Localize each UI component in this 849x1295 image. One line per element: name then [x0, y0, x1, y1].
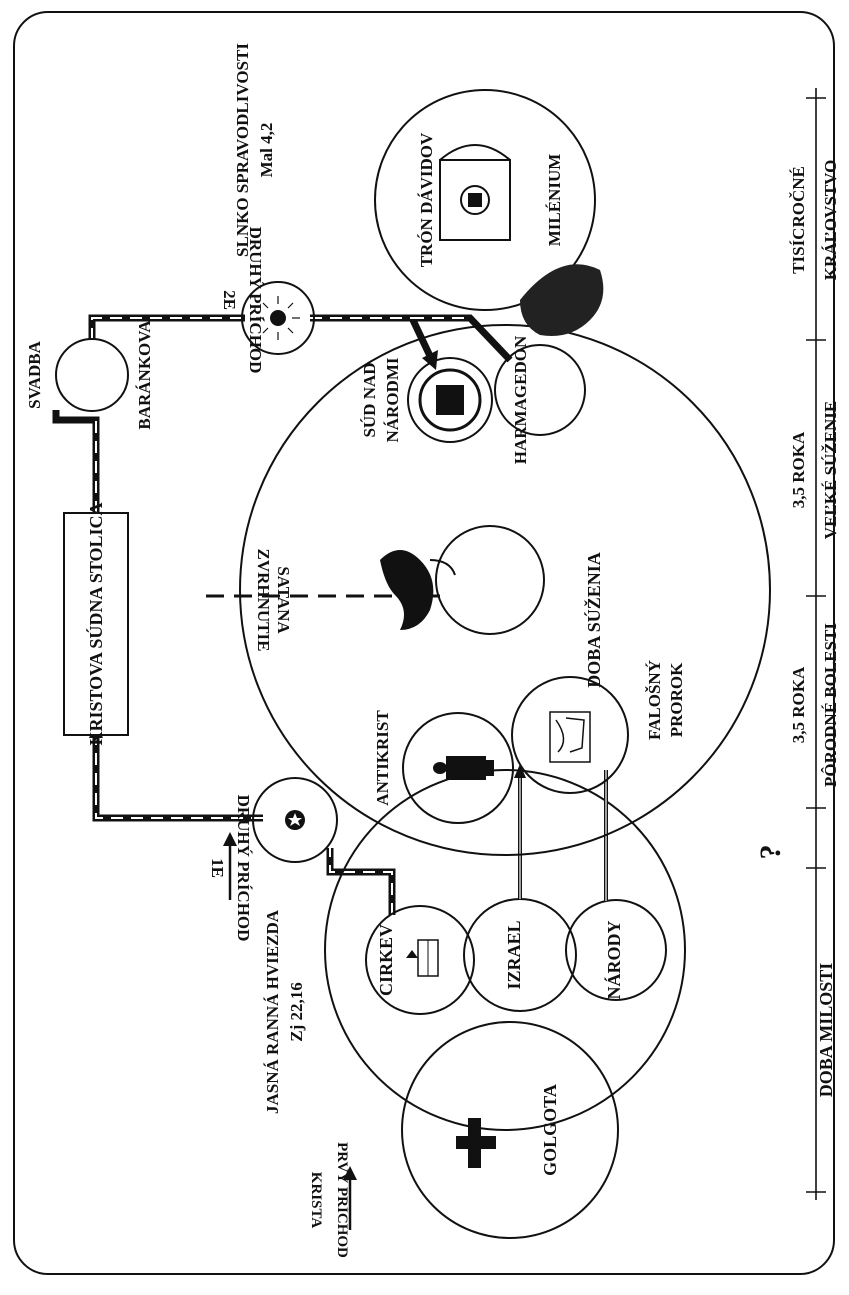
path-judgment-to-wedding	[52, 410, 100, 513]
diagram-frame	[13, 11, 835, 1275]
throne-of-david-label: TRÓN DÁVIDOV	[417, 132, 436, 267]
period-great-tribulation-label: VEĽKÉ SÚŽENIE	[821, 401, 840, 539]
golgota: GOLGOTA	[401, 1021, 619, 1239]
false-prophet: FALOŠNÝ PROROK	[511, 660, 686, 794]
antichrist-figure-icon	[433, 756, 494, 780]
church-label: CIRKEV	[376, 924, 396, 996]
lion-icon	[520, 264, 604, 336]
israel-group: IZRAEL	[463, 898, 577, 1012]
period-grace-label: DOBA MILOSTI	[816, 963, 836, 1098]
path-sun-to-judgment-nations	[310, 314, 434, 358]
church-group: CIRKEV	[365, 905, 475, 1015]
flow-paths	[52, 314, 513, 915]
israel-nations-arrows	[514, 764, 608, 901]
millennium-label: MILÉNIUM	[545, 154, 564, 247]
false-prophet-label-1: FALOŠNÝ	[645, 660, 664, 740]
timeline: DOBA MILOSTI ? 3,5 ROKA PÔRODNÉ BOLESTI …	[754, 88, 840, 1200]
cross-icon	[456, 1118, 496, 1168]
sun-of-righteousness: SLNKO SPRAVODLIVOSTI Mal 4,2	[233, 43, 315, 355]
wedding: SVADBA BARÁNKOVA	[25, 320, 154, 430]
antichrist-circle	[402, 712, 514, 824]
judgment-seat-label: KRISTOVA SÚDNA STOLICA	[85, 502, 106, 745]
church-circle	[365, 905, 475, 1015]
false-prophet-label-2: PROROK	[667, 662, 686, 737]
first-coming-label-1: PRVÝ PRÍCHOD	[334, 1142, 351, 1258]
first-coming: PRVÝ PRÍCHOD KRISTA	[308, 1142, 357, 1258]
path-wedding-to-sun	[88, 314, 245, 340]
harmagedon: HARMAGEDON	[494, 335, 586, 464]
period-birth-pains-years: 3,5 ROKA	[789, 666, 808, 743]
judgment-seat-box	[63, 512, 129, 736]
period-birth-pains-label: PÔRODNÉ BOLESTI	[821, 623, 840, 787]
morning-star-label-2: Zj 22,16	[287, 982, 306, 1042]
false-prophet-circle	[511, 676, 629, 794]
beast-icon	[549, 711, 591, 763]
unknown-marker: ?	[754, 845, 787, 860]
grace-era-circle	[324, 769, 686, 1131]
tribulation-label: DOBA SÚŽENIA	[583, 552, 604, 688]
golgota-label: GOLGOTA	[540, 1084, 560, 1176]
second-coming-2e-label-1: DRUHÝ PRÍCHOD	[246, 227, 265, 374]
wedding-circle	[55, 338, 129, 412]
period-millennial-label-1: TISÍCROČNÉ	[789, 166, 808, 274]
sun-label-1: SLNKO SPRAVODLIVOSTI	[233, 43, 252, 257]
morning-star	[252, 777, 338, 863]
satan-label-1: ZVRHNUTIE	[254, 549, 273, 652]
sun-circle	[241, 281, 315, 355]
judgment-nations-label-1: SÚD NAD	[360, 362, 379, 437]
period-great-tribulation-years: 3,5 ROKA	[789, 431, 808, 508]
nations-group: NÁRODY	[565, 899, 667, 1001]
israel-label: IZRAEL	[504, 920, 524, 989]
satan-label-2: SATANA	[274, 566, 293, 634]
morning-star-label-1: JASNÁ RANNÁ HVIEZDA	[263, 909, 282, 1114]
millennium-circle	[374, 89, 596, 311]
morning-star-circle	[252, 777, 338, 863]
satan-cast-down: ZVRHNUTIE SATANA	[206, 525, 545, 652]
dragon-icon	[380, 550, 456, 630]
satan-circle	[435, 525, 545, 635]
judgment-nations: SÚD NAD NÁRODMI	[360, 357, 493, 443]
path-sun-to-harmagedon	[412, 314, 513, 363]
second-coming-1e-label-1: DRUHÝ PRÍCHOD	[234, 795, 253, 942]
judgment-nations-circle	[407, 357, 493, 443]
sun-icon	[256, 296, 300, 340]
throne-of-david-icon	[439, 144, 511, 241]
second-coming-2e: DRUHÝ PRÍCHOD 2E	[220, 227, 265, 374]
judgment-nations-label-2: NÁRODMI	[383, 357, 402, 442]
period-millennial-label-2: KRÁĽOVSTVO	[821, 160, 840, 281]
harmagedon-label: HARMAGEDON	[511, 335, 530, 464]
wedding-label-2: BARÁNKOVA	[135, 320, 154, 430]
golgota-circle	[401, 1021, 619, 1239]
nations-circle	[565, 899, 667, 1001]
wedding-label-1: SVADBA	[25, 340, 44, 408]
nations-label: NÁRODY	[603, 921, 624, 1000]
second-coming-1e: DRUHÝ PRÍCHOD 1E	[208, 795, 253, 942]
sun-label-2: Mal 4,2	[257, 123, 276, 178]
harmagedon-circle	[494, 344, 586, 436]
church-building-icon	[406, 939, 439, 977]
antichrist: ANTIKRIST	[373, 710, 514, 824]
second-coming-2e-label-2: 2E	[220, 290, 239, 310]
second-coming-1e-label-2: 1E	[208, 858, 227, 878]
antichrist-label: ANTIKRIST	[373, 710, 392, 806]
throne-judgment-icon	[418, 368, 482, 432]
tribulation-circle	[239, 324, 771, 856]
judgment-seat: KRISTOVA SÚDNA STOLICA	[63, 502, 129, 746]
first-coming-label-2: KRISTA	[308, 1172, 324, 1229]
millennium: TRÓN DÁVIDOV MILÉNIUM	[374, 89, 604, 336]
